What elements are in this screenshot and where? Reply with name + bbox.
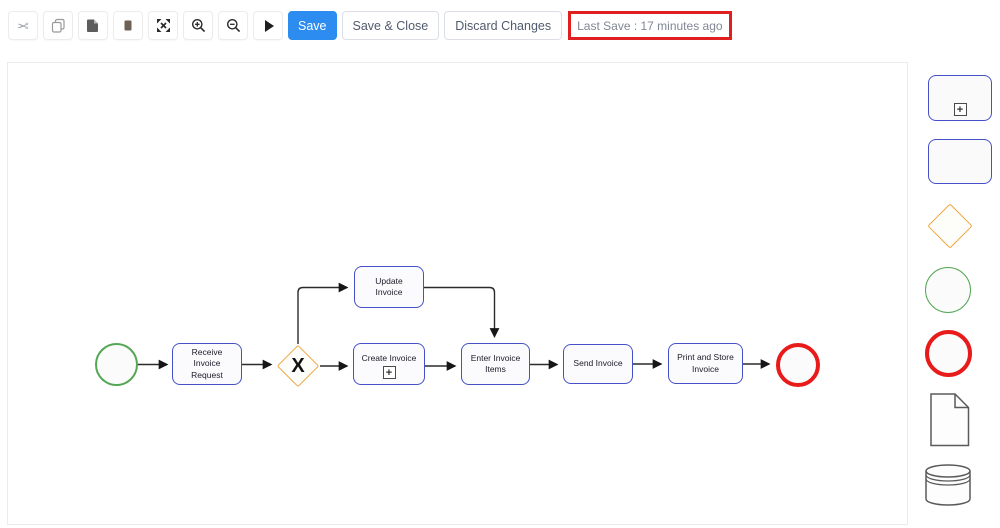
palette-task[interactable]: [928, 139, 992, 184]
data-store-icon: [925, 464, 971, 506]
paste-icon: [87, 19, 98, 32]
diagram-canvas[interactable]: [7, 62, 908, 525]
task-enter-invoice-items[interactable]: Enter Invoice Items: [461, 343, 530, 385]
zoom-out-button[interactable]: [218, 11, 248, 40]
document-fold: [954, 394, 969, 409]
delete-button[interactable]: [113, 11, 143, 40]
palette-start-event[interactable]: [925, 267, 971, 313]
save-close-button[interactable]: Save & Close: [341, 11, 440, 40]
cut-icon: ✂: [17, 17, 29, 34]
zoom-in-icon: [191, 19, 205, 33]
toolbar: ✂: [8, 11, 732, 40]
gateway-x-marker: X: [291, 354, 305, 377]
task-label: Create Invoice: [361, 352, 417, 363]
gateway-diamond: [927, 203, 973, 249]
delete-icon: [124, 20, 132, 31]
subprocess-plus-icon: +: [953, 103, 967, 116]
task-receive-invoice-request[interactable]: Receive Invoice Request: [172, 343, 242, 385]
save-button[interactable]: Save: [288, 11, 337, 40]
palette-subprocess[interactable]: +: [928, 75, 992, 121]
task-print-and-store-invoice[interactable]: Print and Store Invoice: [668, 343, 743, 384]
palette-end-event[interactable]: [925, 330, 972, 377]
sequence-flow[interactable]: [297, 282, 349, 345]
task-update-invoice[interactable]: Update Invoice: [354, 266, 424, 308]
palette-document[interactable]: [930, 393, 970, 447]
sequence-flow[interactable]: [424, 286, 500, 338]
palette-data-store[interactable]: [924, 463, 972, 507]
zoom-out-icon: [226, 19, 240, 33]
discard-changes-button[interactable]: Discard Changes: [444, 11, 563, 40]
exclusive-gateway-node[interactable]: X: [276, 344, 320, 388]
task-send-invoice[interactable]: Send Invoice: [563, 344, 633, 384]
play-button[interactable]: [253, 11, 283, 40]
copy-button[interactable]: [43, 11, 73, 40]
task-create-invoice[interactable]: Create Invoice +: [353, 343, 425, 385]
end-event-node[interactable]: [776, 343, 820, 387]
start-event-node[interactable]: [95, 343, 138, 386]
cut-button[interactable]: ✂: [8, 11, 38, 40]
palette-gateway[interactable]: [927, 203, 973, 249]
document-icon: [930, 393, 970, 447]
copy-icon: [51, 18, 65, 33]
expand-arrows-icon: [156, 19, 170, 32]
zoom-in-button[interactable]: [183, 11, 213, 40]
subprocess-plus-icon[interactable]: +: [382, 366, 396, 380]
last-save-status: Last Save : 17 minutes ago: [568, 11, 732, 40]
paste-button[interactable]: [78, 11, 108, 40]
fit-screen-button[interactable]: [148, 11, 178, 40]
play-icon: [264, 19, 274, 32]
